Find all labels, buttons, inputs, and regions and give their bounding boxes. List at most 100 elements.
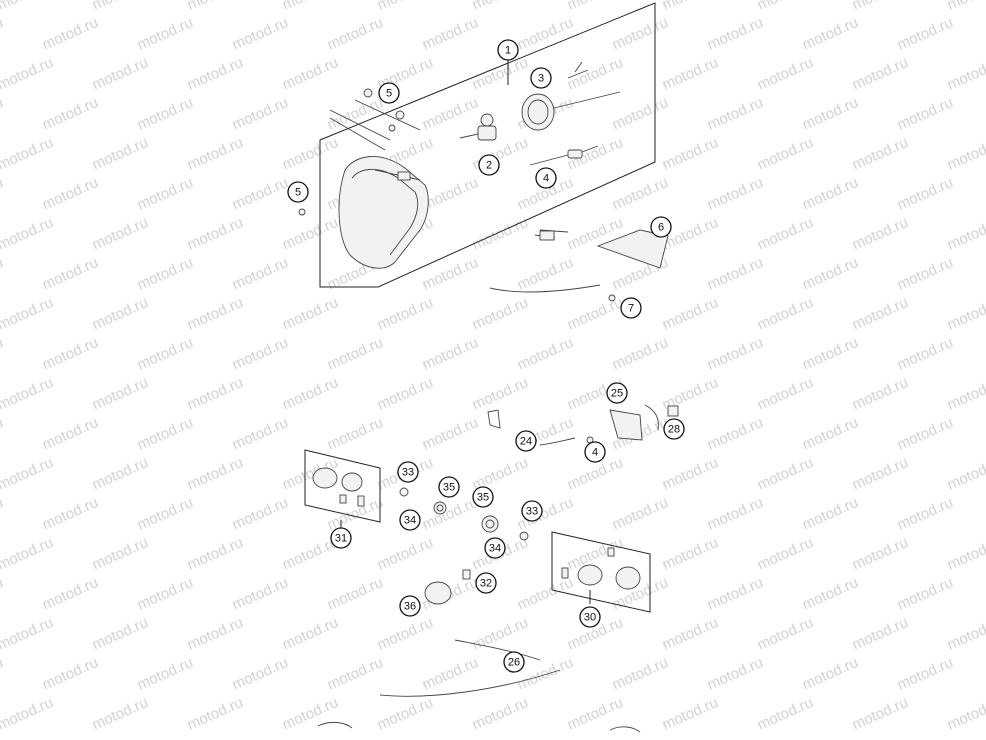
watermark-text: motod.ru <box>420 94 481 134</box>
callout-circle <box>399 595 421 617</box>
callout-13: 35 <box>438 476 460 498</box>
watermark-text: motod.ru <box>610 334 671 374</box>
callout-circle <box>521 500 543 522</box>
watermark-text: motod.ru <box>40 254 101 294</box>
watermark-text: motod.ru <box>470 294 531 334</box>
watermark-text: motod.ru <box>40 14 101 54</box>
watermark-text: motod.ru <box>800 414 861 454</box>
callout-label: 32 <box>480 578 492 590</box>
watermark-text: motod.ru <box>660 134 721 174</box>
watermark-text: motod.ru <box>0 574 6 614</box>
watermark-text: motod.ru <box>945 134 986 174</box>
watermark-text: motod.ru <box>280 694 341 734</box>
watermark-text: motod.ru <box>230 174 291 214</box>
watermark-text: motod.ru <box>800 174 861 214</box>
watermark-text: motod.ru <box>0 254 6 294</box>
watermark-text: motod.ru <box>800 654 861 694</box>
watermark-text: motod.ru <box>375 614 436 654</box>
callout-circle <box>515 430 537 452</box>
callout-7: 7 <box>620 297 642 319</box>
watermark-text: motod.ru <box>850 214 911 254</box>
callout-circle <box>378 82 400 104</box>
watermark-text: motod.ru <box>375 374 436 414</box>
signal-parts <box>317 487 641 733</box>
callout-circle <box>399 509 421 531</box>
watermark-text: motod.ru <box>660 294 721 334</box>
watermark-text: motod.ru <box>755 534 816 574</box>
watermark-text: motod.ru <box>325 414 386 454</box>
watermark-text: motod.ru <box>895 334 956 374</box>
callout-circle <box>620 297 642 319</box>
watermark-text: motod.ru <box>0 174 6 214</box>
watermark-text: motod.ru <box>0 534 56 574</box>
watermark-text: motod.ru <box>0 334 6 374</box>
watermark-text: motod.ru <box>185 374 246 414</box>
watermark-text: motod.ru <box>135 494 196 534</box>
callout-label: 3 <box>538 73 544 85</box>
callout-label: 34 <box>404 515 416 527</box>
watermark-text: motod.ru <box>0 694 56 734</box>
watermark-text: motod.ru <box>280 614 341 654</box>
watermark-text: motod.ru <box>705 94 766 134</box>
watermark-text: motod.ru <box>420 414 481 454</box>
callout-circle <box>663 418 685 440</box>
watermark-text: motod.ru <box>325 654 386 694</box>
watermark-text: motod.ru <box>470 614 531 654</box>
turn-signal-box-right <box>551 531 651 613</box>
watermark-text: motod.ru <box>470 214 531 254</box>
callout-2: 5 <box>378 82 400 104</box>
callout-circle <box>330 527 352 549</box>
watermark-text: motod.ru <box>800 94 861 134</box>
watermark-text: motod.ru <box>565 294 626 334</box>
callout-20: 36 <box>399 595 421 617</box>
callout-17: 34 <box>484 537 506 559</box>
watermark-text: motod.ru <box>800 14 861 54</box>
watermark-text: motod.ru <box>375 694 436 734</box>
watermark-text: motod.ru <box>850 374 911 414</box>
watermark-text: motod.ru <box>280 214 341 254</box>
watermark-text: motod.ru <box>945 374 986 414</box>
watermark-text: motod.ru <box>705 254 766 294</box>
watermark-text: motod.ru <box>660 614 721 654</box>
callout-circle <box>472 486 494 508</box>
callout-4: 5 <box>287 181 309 203</box>
watermark-text: motod.ru <box>185 614 246 654</box>
watermark-text: motod.ru <box>610 654 671 694</box>
callout-label: 6 <box>658 222 664 234</box>
watermark-text: motod.ru <box>375 534 436 574</box>
watermark-text: motod.ru <box>40 414 101 454</box>
cover-plate <box>489 229 669 302</box>
watermark-text: motod.ru <box>850 294 911 334</box>
watermark-text: motod.ru <box>565 0 626 14</box>
watermark-text: motod.ru <box>895 174 956 214</box>
watermark-text: motod.ru <box>185 294 246 334</box>
watermark-text: motod.ru <box>230 654 291 694</box>
watermark-text: motod.ru <box>135 654 196 694</box>
watermark-text: motod.ru <box>705 654 766 694</box>
watermark-text: motod.ru <box>40 334 101 374</box>
headlight-housing <box>338 156 429 269</box>
watermark-text: motod.ru <box>470 54 531 94</box>
watermark-text: motod.ru <box>800 334 861 374</box>
watermark-text: motod.ru <box>850 134 911 174</box>
watermark-text: motod.ru <box>850 614 911 654</box>
watermark-text: motod.ru <box>895 14 956 54</box>
watermark-text: motod.ru <box>40 174 101 214</box>
watermark-text: motod.ru <box>705 334 766 374</box>
watermark-text: motod.ru <box>515 574 576 614</box>
watermark-text: motod.ru <box>755 134 816 174</box>
watermark-text: motod.ru <box>40 574 101 614</box>
watermark-text: motod.ru <box>660 54 721 94</box>
watermark-text: motod.ru <box>90 0 151 14</box>
watermark-text: motod.ru <box>515 334 576 374</box>
callout-label: 1 <box>505 45 511 57</box>
watermark-text: motod.ru <box>610 14 671 54</box>
callout-circle <box>535 167 557 189</box>
watermark-text: motod.ru <box>0 494 6 534</box>
watermark-text: motod.ru <box>850 534 911 574</box>
watermark-text: motod.ru <box>945 614 986 654</box>
turn-signal-box-left <box>304 449 381 523</box>
watermark-text: motod.ru <box>325 494 386 534</box>
